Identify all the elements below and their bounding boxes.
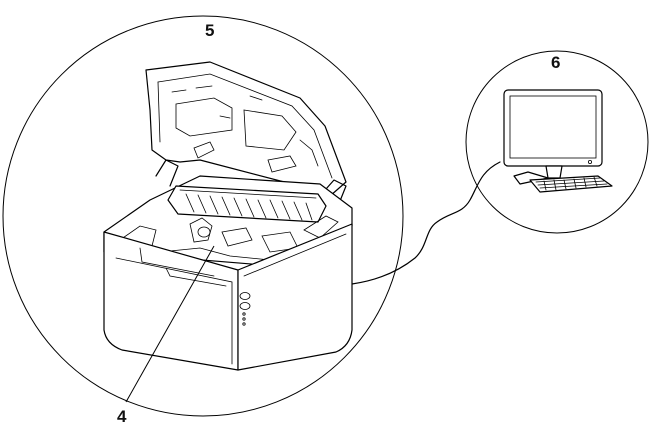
computer-zoom-circle: [465, 50, 649, 234]
go-button-icon: [239, 302, 251, 310]
printer-zoom-circle: [2, 15, 404, 417]
usb-cable: [351, 161, 501, 285]
callout-4-leader: [125, 245, 215, 403]
keyboard-icon: [529, 175, 613, 193]
desktop-computer-icon: [503, 89, 613, 193]
callout-6-label: 6: [551, 53, 560, 72]
callout-5-label: 5: [205, 21, 214, 40]
printer-icon: [103, 61, 353, 371]
power-button-icon: [239, 292, 251, 300]
callout-4-label: 4: [117, 407, 127, 426]
